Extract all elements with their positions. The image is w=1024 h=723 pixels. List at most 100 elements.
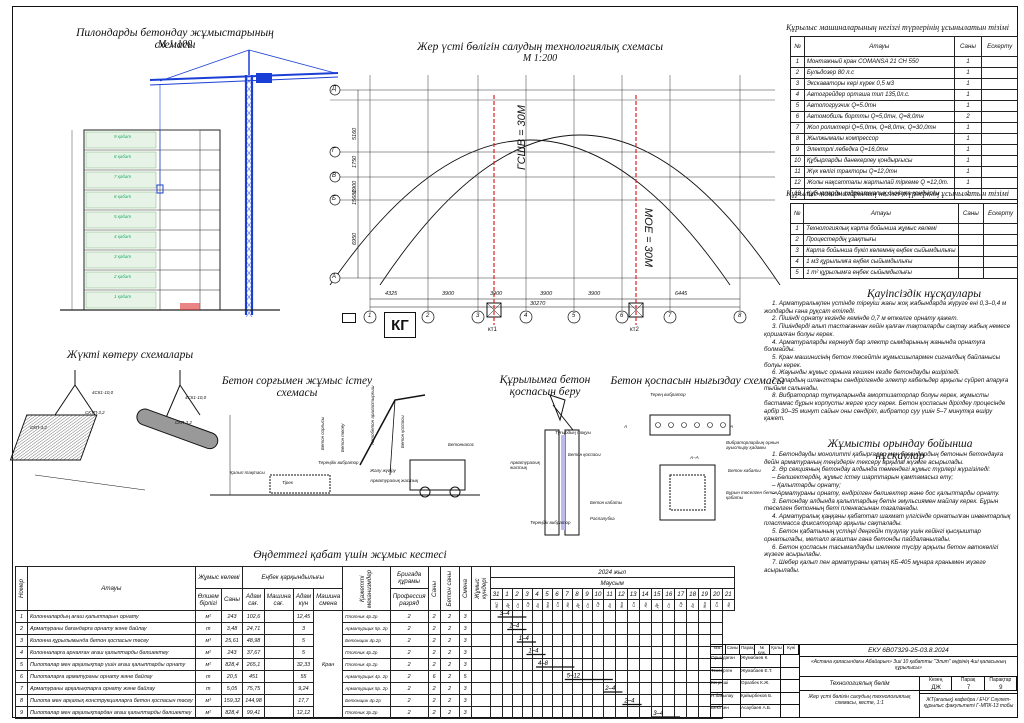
compact-label: А (730, 424, 734, 429)
lift-label: СКТП-3,2 (85, 410, 105, 415)
schedule-header: Саны (220, 588, 244, 611)
table-cell: 9 (790, 144, 805, 156)
schedule-header: 19 (698, 588, 711, 600)
machines1-title: Құрылыс машиналарының негізгі түрлерінің… (786, 23, 1009, 32)
gantt-bar-label: 2–4 (604, 686, 616, 692)
schedule-cell: Пилоталар мен арқалықтар үшін ағаш қалып… (27, 658, 196, 671)
row-axis-bubble (329, 146, 341, 158)
compact-label: Бұрын төселген бетон қабаты (726, 490, 778, 500)
column-header: Саны (953, 36, 983, 57)
note-paragraph: 8. Вибраторлар тұтқаларында амортизаторл… (764, 392, 1006, 423)
floor-formwork (85, 131, 157, 149)
mast-brace (245, 100, 253, 110)
schedule-header: 9 (581, 588, 593, 600)
schedule-cell: 25,61 (220, 634, 244, 647)
pump-label: Бетон қоспасы (400, 415, 405, 448)
table-cell: Құбырларды гидравликалық сынауға қондырғ… (803, 188, 955, 200)
stamp-role: Н.бақылау (711, 692, 741, 704)
mast-brace (245, 124, 253, 134)
day-cell (709, 610, 723, 623)
col-axis-label: 4 (524, 313, 528, 319)
schedule-cell: 37,67 (242, 646, 265, 659)
table-cell (981, 67, 1018, 79)
stamp-role: Кеңесші (711, 680, 741, 692)
floor-label: 1 қабат (114, 294, 132, 299)
table-cell (981, 155, 1018, 167)
table-cell: Жол роликтері Q=5,0тн, Q=8,0тн, Q=30,0тн (803, 122, 955, 134)
schedule-cell: 2 (389, 622, 429, 635)
floor-label: 3 қабат (114, 254, 132, 259)
schedule-header: 31 (489, 588, 503, 600)
schedule-cell (263, 694, 294, 707)
lift-label: 4СК1-10,0 (92, 390, 114, 395)
mast-brace (245, 164, 253, 174)
table-cell (981, 177, 1018, 189)
supply-label: Тұғырдың тоқуы (555, 430, 591, 435)
column-header: Атауы (803, 203, 959, 224)
floor-formwork (85, 231, 157, 249)
floor-formwork (85, 211, 157, 229)
schedule-header: 2024 жыл (489, 566, 735, 578)
schedule-header: 12 (614, 588, 628, 600)
dim-left-label: 15680 (352, 189, 358, 205)
schedule-cell: 75,75 (242, 682, 265, 695)
compaction-scheme-diagram (649, 414, 731, 521)
table-cell (983, 234, 1018, 246)
tech-scale: М 1:200 (522, 53, 558, 64)
schedule-cell: 5 (15, 658, 28, 671)
floor-formwork (85, 151, 157, 169)
pylon-concreting-diagram (60, 49, 339, 318)
supply-label: Бетон кабаты (590, 500, 623, 505)
table-cell: 1 m² құрылымға еңбек сыйымдылығы (803, 267, 959, 279)
gantt-bar-label: 3–4 (653, 711, 664, 717)
tech-title: Жер үсті бөлігін салудың технологиялық с… (416, 41, 664, 53)
schedule-cell: 243 (220, 610, 244, 623)
lift-schemes-diagram (9, 370, 219, 491)
note-paragraph: 4. Арматураларды кернеуді бар электр сым… (764, 338, 986, 354)
floor-formwork (85, 251, 157, 269)
dim-left-label: 5160 (352, 127, 358, 140)
floor-label: 6 қабат (114, 194, 132, 199)
table-cell (981, 133, 1018, 145)
table-cell: Монтажный кран COMANSA 21 СН 550 (803, 56, 955, 68)
schedule-cell (263, 658, 294, 671)
pump-title: Бетон сорғымен жұмыс істеу схемасы (221, 375, 373, 399)
dim-left-label: 6950 (352, 232, 358, 245)
column-header: Саны (957, 203, 985, 224)
floor-label: 7 қабат (114, 174, 132, 179)
schedule-cell: 5 (292, 646, 315, 659)
table-cell: Электрлі лебедка Q=16,0тн (803, 144, 955, 156)
mast-brace (245, 188, 253, 198)
vibrator-position (707, 422, 713, 428)
schedule-cell: м² (194, 706, 222, 719)
stamp-col-value: 7 (966, 685, 971, 691)
schedule-cell (263, 622, 294, 635)
schedule-cell (263, 682, 294, 695)
schedule-cell: Плотник 3р.2р (342, 706, 391, 719)
concrete-supply-diagram (544, 394, 580, 536)
schedule-cell (263, 646, 294, 659)
schedule-header: Жс (721, 599, 735, 611)
schedule-cell: Плотник 4р.2р (342, 658, 391, 671)
mast-brace (245, 212, 253, 222)
dim-label: 3900 (490, 291, 503, 297)
note-paragraph: – Бөлшектердің, жұмыс істеу шарттарын қа… (772, 474, 954, 482)
supply-label: Распалубка (590, 516, 615, 521)
stamp-section: Технологиялық бөлім (799, 677, 919, 691)
table-cell: 6 (790, 111, 805, 123)
title-block: ЕКУ 6B07329-25-03.8.2024 «Астана қаласын… (710, 644, 1018, 718)
schedule-cell: Плотник 4р.2р (342, 610, 391, 623)
small-symbol-box (342, 313, 356, 323)
column-header: Атауы (803, 36, 955, 57)
schedule-header: Номер (15, 566, 28, 611)
table-cell: 1 (953, 133, 983, 145)
pump-label: Жалу жүгіру (370, 468, 396, 473)
stamp-person: Қайырбеков Б. (741, 692, 781, 704)
